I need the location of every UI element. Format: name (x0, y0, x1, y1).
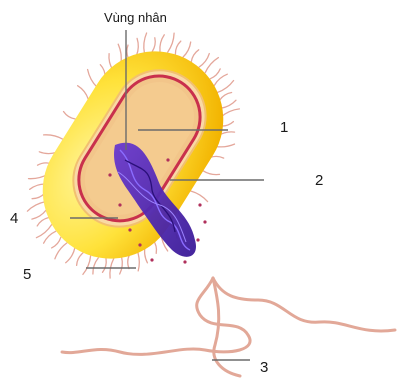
pilus (120, 257, 123, 274)
pilus (78, 86, 89, 99)
pilus (44, 135, 64, 139)
pilus (52, 237, 61, 248)
pilus (218, 81, 234, 93)
label-5: 5 (23, 267, 31, 282)
pilus (205, 58, 218, 73)
pilus (93, 258, 98, 274)
pilus (220, 93, 232, 101)
pilus (88, 70, 97, 88)
pilus (137, 38, 139, 55)
pilus (55, 243, 67, 259)
pilus (32, 210, 46, 219)
label-4: 4 (10, 211, 18, 226)
pilus (203, 171, 220, 175)
pilus (103, 259, 107, 273)
pilus (191, 50, 198, 62)
pilus (214, 74, 227, 85)
pilus (144, 33, 147, 53)
pilus (77, 253, 83, 266)
pilus (175, 41, 180, 54)
label-1: 1 (280, 120, 288, 135)
pilus (199, 54, 209, 68)
nucleoid-label: Vùng nhân (104, 11, 167, 24)
pilus (221, 109, 239, 117)
pilus (39, 152, 56, 154)
label-2: 2 (315, 173, 323, 188)
pilus (221, 100, 236, 108)
pilus (210, 69, 220, 79)
pilus (44, 231, 56, 243)
flagellum (62, 278, 395, 376)
pilus (37, 218, 48, 226)
pilus (183, 42, 191, 57)
pilus (64, 112, 76, 120)
pilus (27, 202, 45, 211)
pilus (168, 33, 174, 52)
pilus (160, 35, 164, 52)
pilus (191, 191, 208, 202)
pilus (137, 251, 139, 271)
label-3: 3 (260, 360, 268, 375)
pilus (128, 255, 130, 269)
pilus (152, 38, 155, 52)
pilus (66, 248, 75, 262)
pilus (83, 256, 91, 274)
